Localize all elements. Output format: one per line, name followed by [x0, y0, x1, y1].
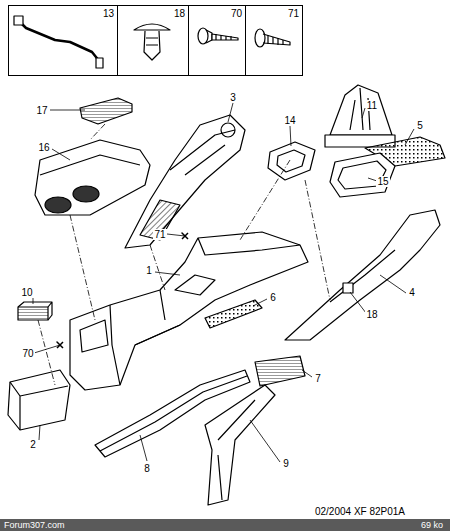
callout-number: 4 — [408, 287, 416, 298]
callout-number: 18 — [365, 309, 378, 320]
callout-number: 6 — [269, 292, 277, 303]
callout-number: 1 — [145, 265, 153, 276]
callout-number: 11 — [366, 100, 378, 111]
watermark: 69 ko — [420, 520, 444, 531]
callout-number: 5 — [416, 120, 424, 131]
callout-number: 9 — [282, 458, 290, 469]
callout-number: 2 — [29, 439, 37, 450]
callout-number: 3 — [229, 92, 237, 103]
callout-number: 16 — [37, 142, 50, 153]
watermark: Forum307.com — [3, 520, 66, 531]
callout-number: 70 — [21, 348, 34, 359]
kit-cell: 70 — [188, 5, 246, 76]
callout-number: 10 — [20, 287, 33, 298]
callout-number: 8 — [143, 463, 151, 474]
kit-cell: 71 — [245, 5, 303, 76]
callout-number: 71 — [153, 229, 166, 240]
callout-number: 70 — [231, 8, 242, 19]
drawing-reference: 02/2004 XF 82P01A — [314, 506, 406, 517]
callout-number: 14 — [283, 115, 296, 126]
callout-number: 15 — [376, 176, 389, 187]
callout-number: 71 — [288, 8, 299, 19]
callout-number: 18 — [174, 8, 185, 19]
callout-number: 13 — [103, 8, 114, 19]
callout-number: 17 — [35, 105, 48, 116]
kit-cell: 13 — [8, 5, 118, 76]
callout-number: 7 — [314, 373, 322, 384]
kit-cell: 18 — [117, 5, 189, 76]
